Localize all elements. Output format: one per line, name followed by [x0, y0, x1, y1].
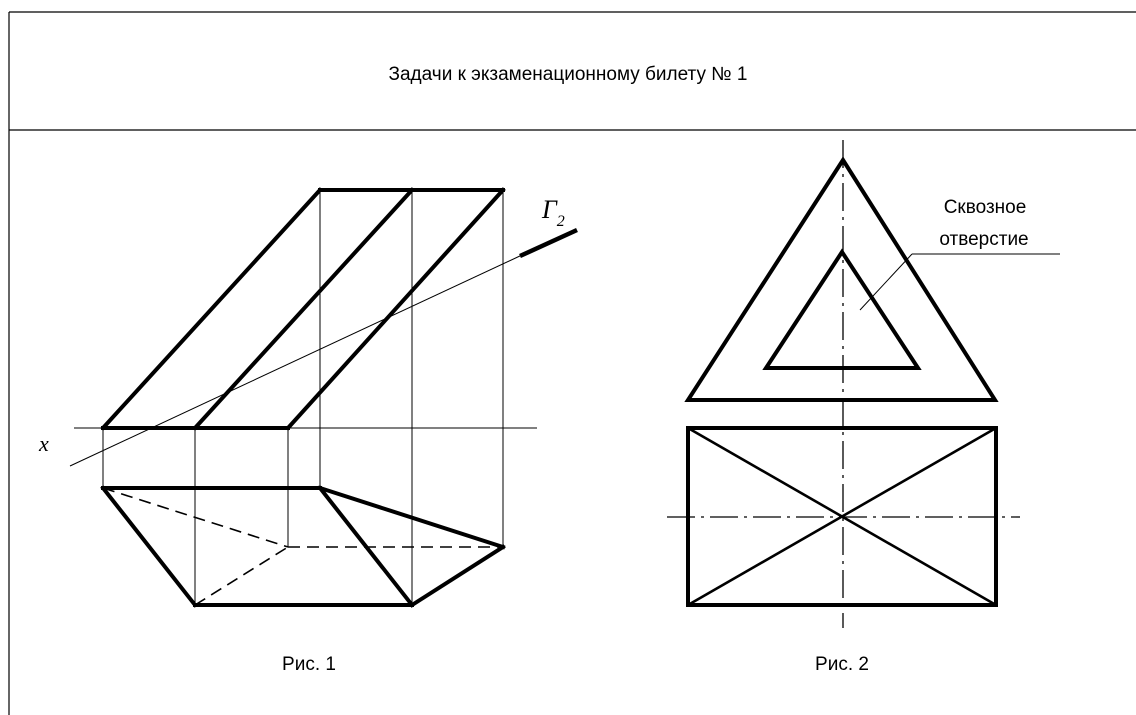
figure-2-caption: Рис. 2 — [815, 654, 869, 675]
figure-1-construction-lines — [69, 190, 537, 605]
figure-1-hidden-lines — [102, 487, 503, 606]
plane-trace-line — [69, 254, 523, 467]
plane-label: Γ2 — [541, 195, 565, 230]
hole-callout-leader — [859, 253, 1060, 311]
sheet-frame — [8, 11, 1136, 715]
sheet-title: Задачи к экзаменационному билету № 1 — [389, 64, 748, 85]
figure-1: x Γ2 Рис. 1 — [38, 187, 578, 675]
figure-1-caption: Рис. 1 — [282, 654, 336, 675]
hole-triangle — [762, 248, 922, 370]
plane-label-subscript: 2 — [557, 213, 565, 230]
figure-1-front-view — [100, 187, 506, 431]
plane-trace-end — [519, 227, 578, 259]
hole-callout-line-2: отверстие — [939, 229, 1028, 250]
plane-label-letter: Γ — [541, 195, 558, 224]
figure-2: Сквозное отверстие Рис. 2 — [667, 140, 1060, 675]
outer-triangle — [684, 156, 999, 402]
hole-callout-line-1: Сквозное — [944, 197, 1027, 218]
figure-2-center-lines — [667, 140, 1020, 628]
axis-x-label: x — [38, 431, 49, 456]
